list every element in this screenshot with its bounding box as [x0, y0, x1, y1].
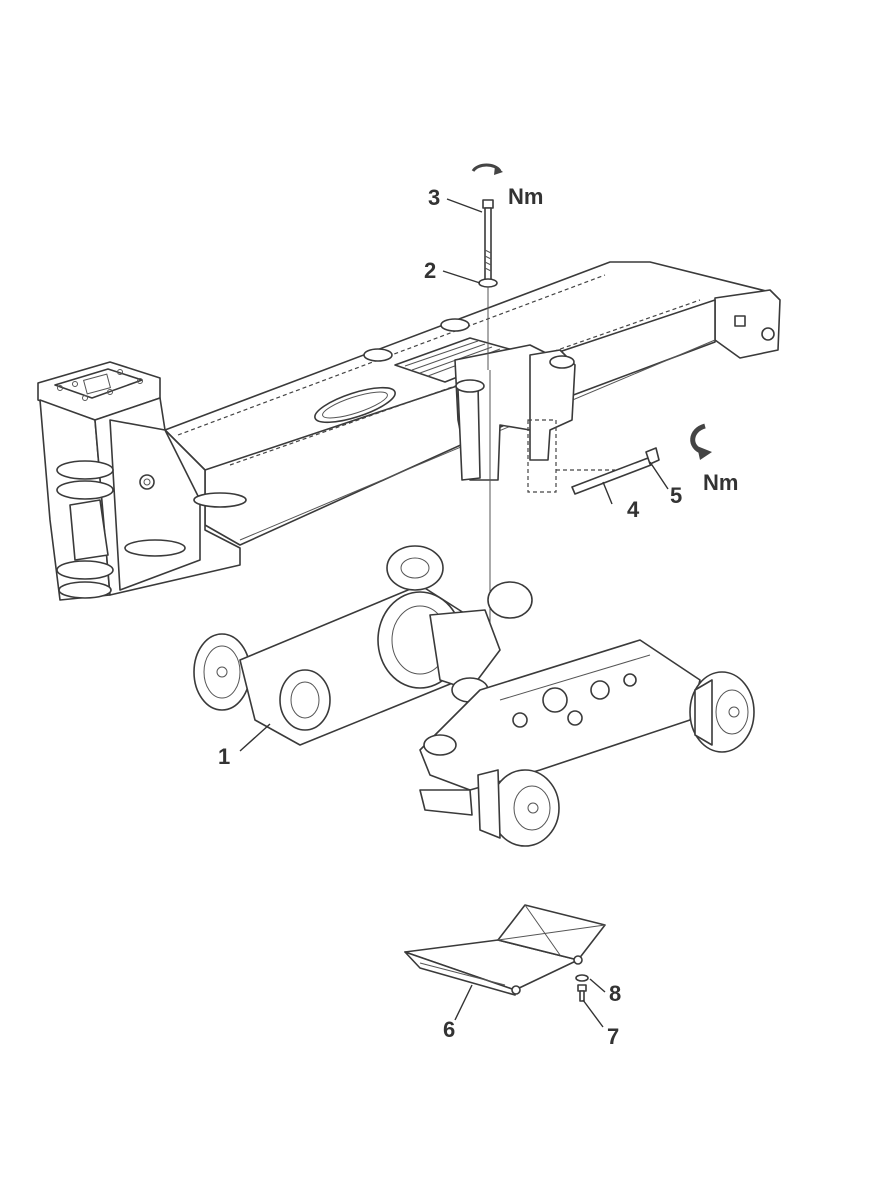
torque-label-bolt-3: Nm	[508, 184, 543, 209]
pivot-bracket	[363, 318, 615, 493]
bolt-5	[645, 447, 660, 465]
bolt-3	[482, 199, 494, 281]
callout-2: 2	[424, 258, 436, 283]
bogie-axle-assembly	[193, 545, 755, 847]
callout-5: 5	[670, 483, 682, 508]
washer-2	[478, 278, 498, 288]
torque-arrow-icon	[690, 423, 712, 460]
torque-arrow-icon	[471, 163, 503, 175]
callout-8: 8	[609, 981, 621, 1006]
assembly-axis-line	[487, 287, 491, 660]
torque-label-bolt-5: Nm	[703, 470, 738, 495]
callout-6: 6	[443, 1017, 455, 1042]
callout-4: 4	[627, 497, 640, 522]
frame-front-tower	[37, 361, 247, 601]
pin-4	[571, 457, 652, 495]
callout-1: 1	[218, 744, 230, 769]
callout-7: 7	[607, 1024, 619, 1049]
guard-plate-6	[404, 904, 606, 996]
callout-3: 3	[428, 185, 440, 210]
leader-lines	[239, 198, 669, 1028]
bolt-7	[577, 984, 587, 1002]
washer-8	[575, 974, 589, 982]
